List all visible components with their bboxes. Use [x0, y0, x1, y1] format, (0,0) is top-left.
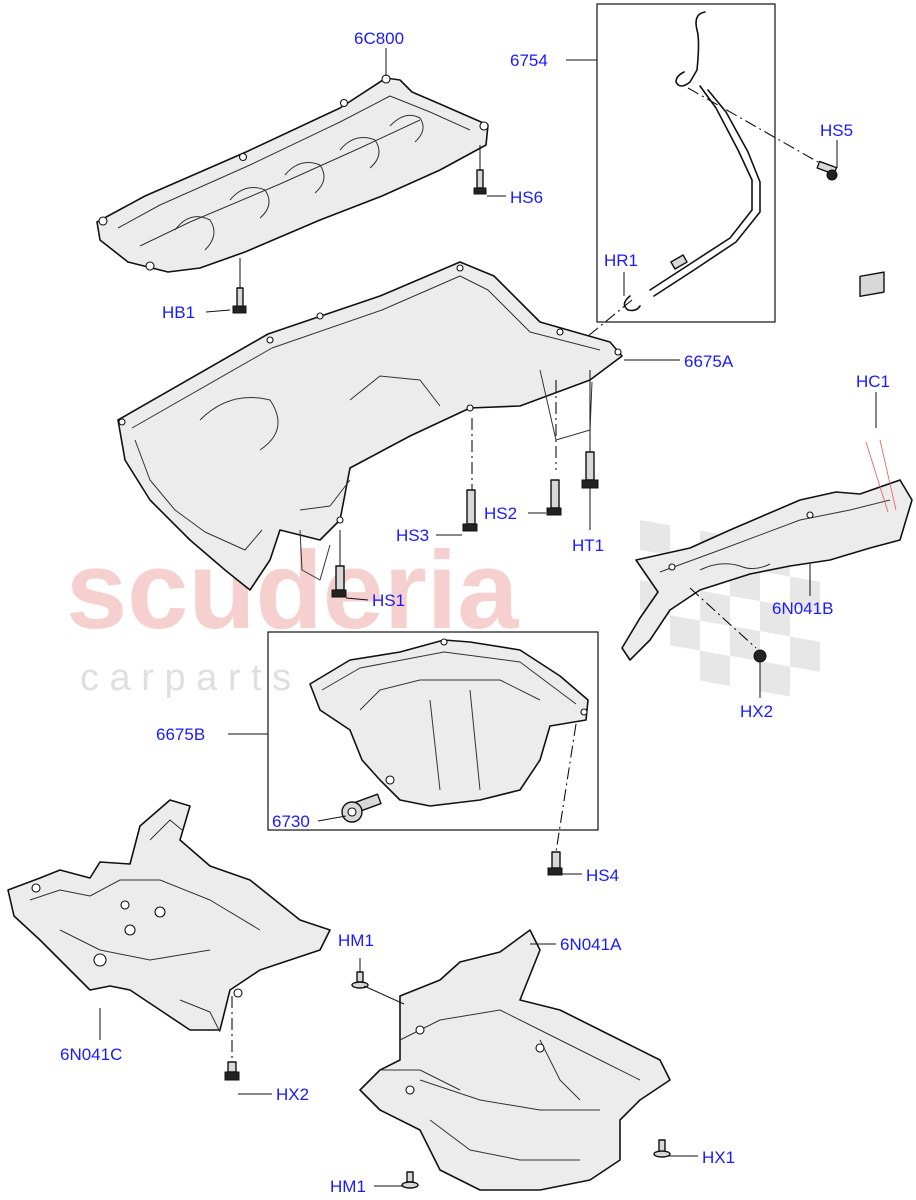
label-HC1: HC1 — [856, 372, 890, 391]
watermark-subtitle: c a r p a r t s — [80, 657, 291, 699]
label-HX2-right: HX2 — [740, 702, 773, 721]
heat-shield-6N041B — [621, 479, 913, 661]
label-HS1: HS1 — [372, 591, 405, 610]
label-6N041A: 6N041A — [560, 935, 622, 954]
shield-6N041C — [7, 799, 331, 1033]
label-6675A: 6675A — [684, 352, 734, 371]
bolt-HB1 — [232, 258, 247, 314]
bolt-HX2-left — [224, 1061, 240, 1081]
bolt-HX1 — [653, 1139, 671, 1158]
bolt-HS1 — [331, 530, 347, 598]
label-6C800: 6C800 — [354, 29, 404, 48]
label-HX1: HX1 — [702, 1148, 735, 1167]
bolt-HS3 — [462, 489, 478, 532]
label-HS2: HS2 — [484, 504, 517, 523]
bolt-HS5 — [816, 160, 838, 181]
callout-box-sump — [267, 631, 599, 831]
watermark-title: scuderia — [66, 529, 519, 652]
ladder-frame-6C800 — [96, 74, 489, 273]
label-HM1-bottom: HM1 — [330, 1177, 366, 1196]
oil-pan-6675A — [117, 261, 623, 591]
leader-sump-HS4 — [555, 723, 577, 853]
part-labels: 6C800 6754 HS5 HS6 HR1 HB1 6675A HC1 HS2… — [60, 29, 890, 1196]
bolt-HM1-bottom — [401, 1171, 419, 1189]
clip-HC1 — [859, 271, 897, 513]
bolt-HT1 — [581, 370, 599, 489]
leader-dipstick-pan — [509, 299, 633, 401]
oil-sump-6675B — [309, 638, 589, 807]
label-6675B: 6675B — [156, 725, 205, 744]
label-HT1: HT1 — [572, 536, 604, 555]
label-HX2-left: HX2 — [276, 1085, 309, 1104]
label-6730: 6730 — [272, 812, 310, 831]
callout-box-dipstick — [596, 3, 776, 323]
leader-shield-HX2 — [689, 587, 757, 649]
label-6N041B: 6N041B — [772, 599, 833, 618]
label-HS4: HS4 — [586, 866, 619, 885]
label-HM1-top: HM1 — [338, 931, 374, 950]
shield-6N041A — [359, 929, 671, 1191]
bolt-HS4 — [547, 851, 563, 876]
dipstick-tube-6754 — [623, 11, 761, 312]
label-HS5: HS5 — [820, 121, 853, 140]
leader-lines — [99, 48, 877, 1187]
bolt-HX2-right — [753, 649, 767, 663]
label-HS6: HS6 — [510, 188, 543, 207]
leader-dipstick-HS5 — [687, 87, 819, 163]
label-HS3: HS3 — [396, 526, 429, 545]
label-6754: 6754 — [510, 51, 548, 70]
drain-plug-6730 — [341, 793, 382, 823]
bolt-HM1-top — [351, 971, 369, 989]
label-6N041C: 6N041C — [60, 1045, 122, 1064]
label-HR1: HR1 — [604, 251, 638, 270]
bolt-HS2 — [546, 479, 562, 516]
bolt-HS6 — [473, 145, 487, 195]
label-HB1: HB1 — [162, 303, 195, 322]
